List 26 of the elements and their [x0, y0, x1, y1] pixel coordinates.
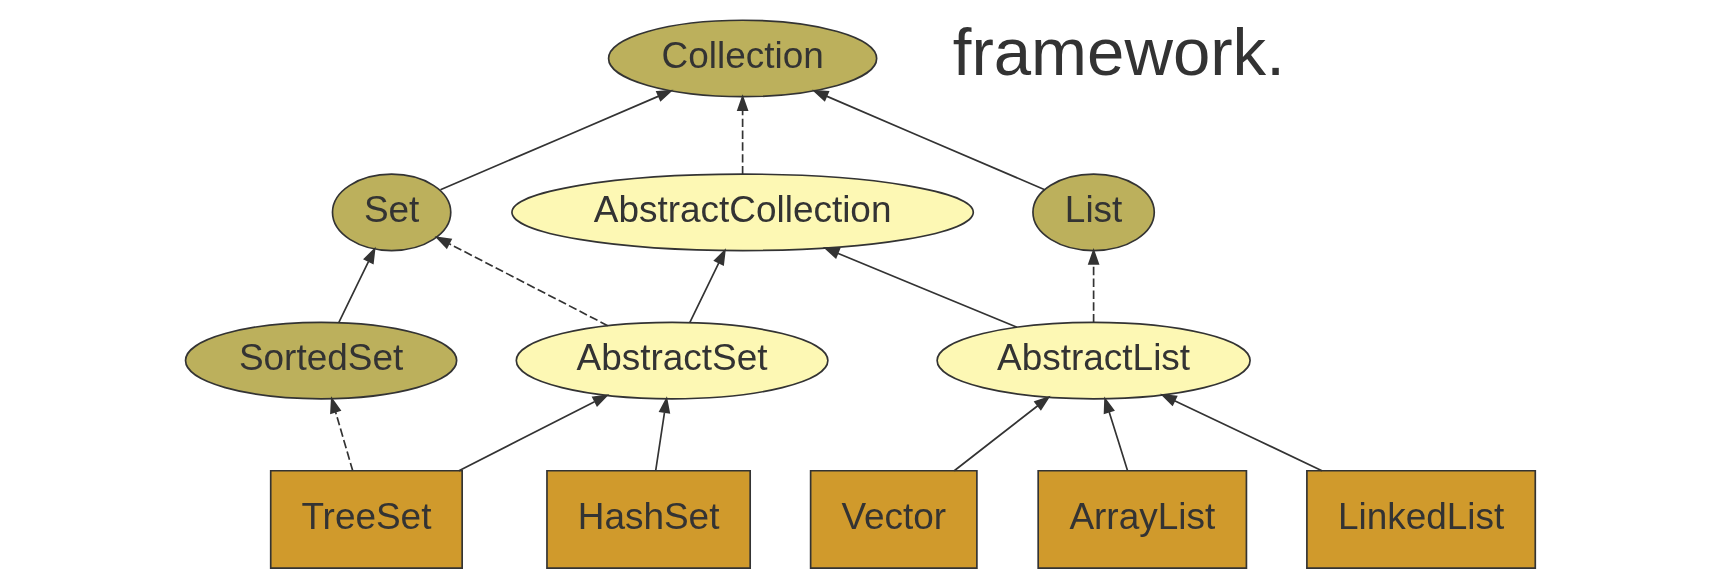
arrow: [953, 395, 1051, 472]
arrow: [811, 89, 1046, 191]
node-box: Vector: [809, 469, 978, 570]
arrow: [338, 246, 376, 324]
node-ellipse: AbstractSet: [515, 321, 829, 400]
arrow: [1160, 393, 1323, 472]
arrow: [439, 89, 674, 191]
arrow: [1087, 248, 1100, 324]
node-ellipse: AbstractCollection: [511, 173, 975, 252]
node-ellipse: AbstractList: [936, 321, 1251, 400]
arrow: [736, 94, 749, 176]
arrow: [330, 396, 354, 472]
arrow: [1103, 396, 1129, 472]
node-ellipse: List: [1032, 173, 1156, 252]
node-box: LinkedList: [1306, 469, 1537, 570]
arrow: [822, 247, 1018, 329]
arrow: [458, 394, 610, 472]
label: framework.: [952, 14, 1285, 90]
node-box: ArrayList: [1037, 469, 1248, 570]
arrow: [654, 396, 671, 472]
arrow: [689, 248, 726, 324]
node-ellipse: SortedSet: [184, 321, 458, 400]
node-box: HashSet: [546, 469, 751, 570]
node-ellipse: Collection: [607, 19, 878, 98]
node-box: TreeSet: [269, 469, 463, 570]
arrow: [434, 236, 609, 327]
